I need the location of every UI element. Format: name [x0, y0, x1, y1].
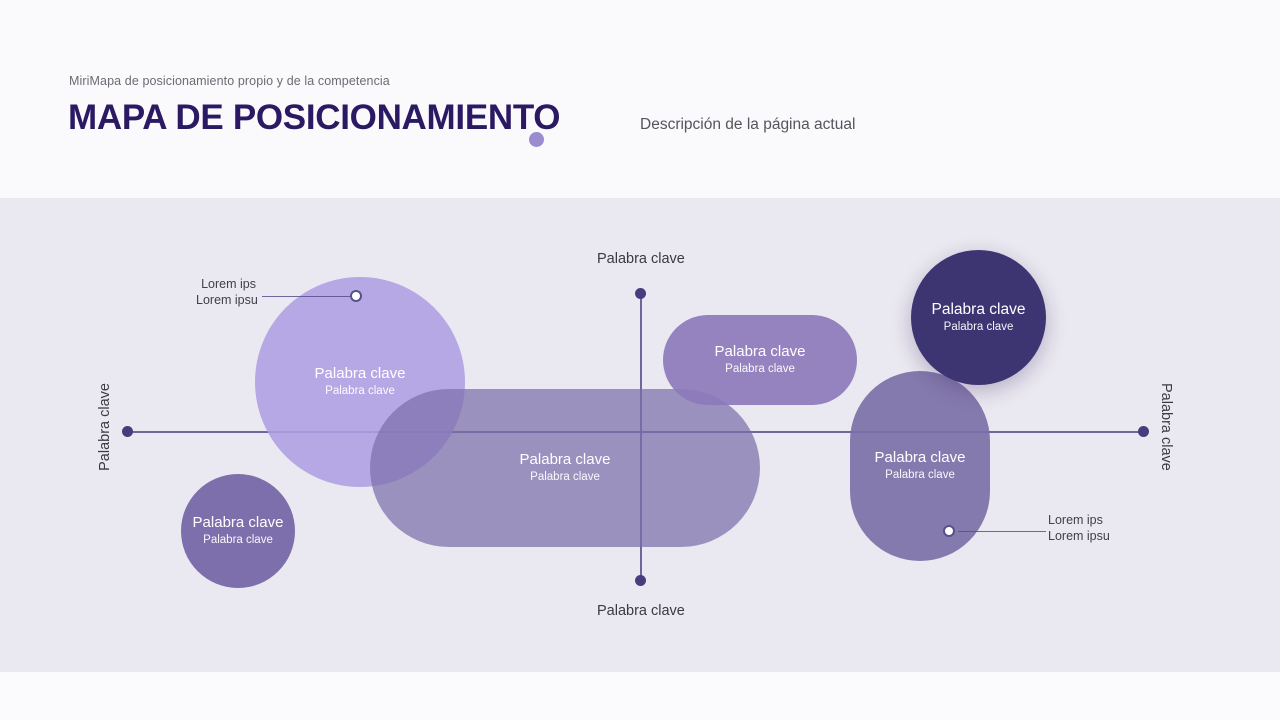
page-title-wrap: MAPA DE POSICIONAMIENTO	[68, 98, 561, 137]
callout-marker-left-icon[interactable]	[350, 290, 362, 302]
page-description: Descripción de la página actual	[640, 116, 856, 133]
callout-line-2: Lorem ipsu	[1048, 528, 1110, 543]
axis-endpoint-right-icon	[1138, 426, 1149, 437]
page-footer	[0, 672, 1280, 720]
axis-label-right: Palabra clave	[1158, 383, 1174, 471]
callout-leader-line-right	[958, 531, 1046, 533]
chart-bubble-rounded-rect[interactable]: Palabra clave Palabra clave	[663, 315, 857, 405]
bubble-title: Palabra clave	[314, 365, 406, 383]
callout-text-left: Lorem ips Lorem ipsu	[196, 277, 258, 308]
callout-line-1: Lorem ips	[1048, 513, 1103, 527]
bubble-subtitle: Palabra clave	[325, 384, 395, 397]
bubble-title: Palabra clave	[874, 449, 966, 467]
chart-plot-area: Palabra clave Palabra clave Palabra clav…	[0, 198, 1280, 672]
callout-line-1: Lorem ips	[201, 277, 256, 291]
title-accent-dot-icon	[529, 132, 544, 147]
callout-marker-right-icon[interactable]	[943, 525, 955, 537]
page-header: MiriMapa de posicionamiento propio y de …	[0, 0, 1280, 198]
chart-bubble-dark-circle[interactable]: Palabra clave Palabra clave	[911, 250, 1046, 385]
bubble-title: Palabra clave	[931, 301, 1026, 319]
axis-endpoint-top-icon	[635, 288, 646, 299]
bubble-title: Palabra clave	[519, 451, 611, 469]
callout-line-2: Lorem ipsu	[196, 292, 258, 307]
header-eyebrow: MiriMapa de posicionamiento propio y de …	[69, 74, 390, 88]
callout-leader-line-left	[262, 296, 352, 298]
axis-endpoint-bottom-icon	[635, 575, 646, 586]
axis-label-bottom: Palabra clave	[597, 603, 685, 619]
bubble-title: Palabra clave	[714, 343, 806, 361]
bubble-subtitle: Palabra clave	[530, 470, 600, 483]
bubble-subtitle: Palabra clave	[725, 362, 795, 375]
axis-endpoint-left-icon	[122, 426, 133, 437]
chart-bubble-small-circle[interactable]: Palabra clave Palabra clave	[181, 474, 295, 588]
bubble-title: Palabra clave	[192, 514, 284, 532]
bubble-subtitle: Palabra clave	[203, 533, 273, 546]
axis-label-top: Palabra clave	[597, 251, 685, 267]
axis-label-left: Palabra clave	[97, 383, 113, 471]
positioning-map-chart: Palabra clave Palabra clave Palabra clav…	[0, 198, 1280, 672]
chart-bubble-wide-pill[interactable]: Palabra clave Palabra clave	[370, 389, 760, 547]
bubble-subtitle: Palabra clave	[943, 320, 1014, 333]
chart-bubble-capsule[interactable]: Palabra clave Palabra clave	[850, 371, 990, 561]
page-title: MAPA DE POSICIONAMIENTO	[68, 98, 561, 137]
bubble-subtitle: Palabra clave	[885, 468, 955, 481]
callout-text-right: Lorem ips Lorem ipsu	[1048, 513, 1110, 544]
